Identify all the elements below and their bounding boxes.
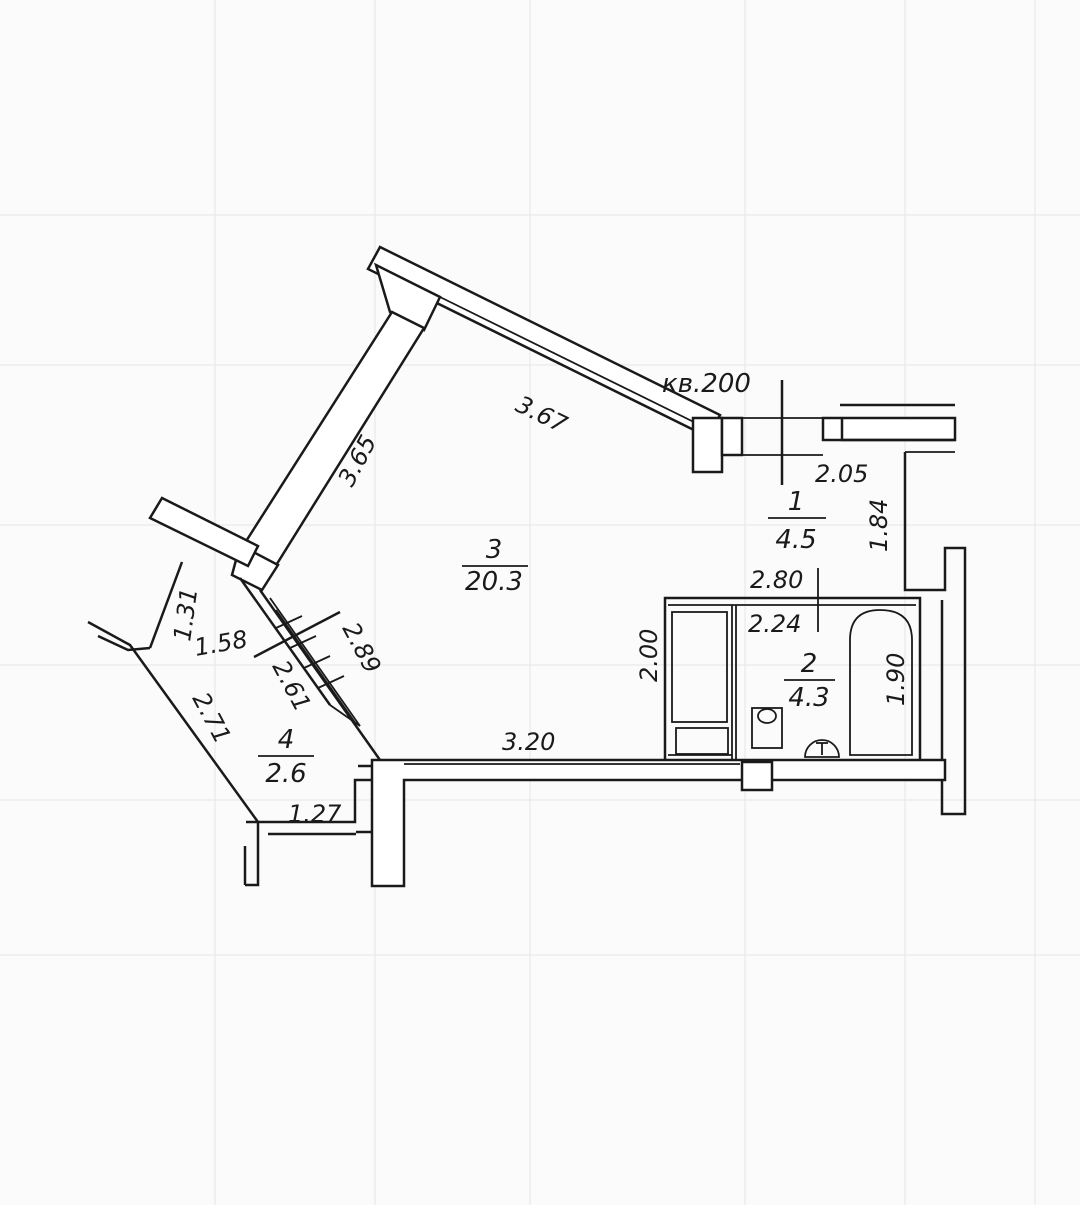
room-1-label: 1 4.5	[768, 487, 826, 555]
dim-hall-width: 2.05	[815, 460, 868, 488]
balcony-wall-stub	[148, 496, 260, 568]
balcony-window	[238, 577, 382, 761]
dim-bath-outer-width: 2.80	[750, 566, 803, 594]
room-2-area: 4.3	[788, 683, 829, 713]
room-1-area: 4.5	[775, 525, 816, 555]
bathroom-fixtures	[671, 609, 913, 758]
room-4-number: 4	[278, 725, 295, 755]
dim-bath-left-height: 2.00	[635, 629, 663, 682]
hallway-right-wall	[903, 451, 967, 816]
dim-hall-depth: 1.84	[865, 499, 893, 552]
room-3-number: 3	[486, 535, 503, 565]
room-4-area: 2.6	[265, 759, 306, 789]
dim-balcony-side-b: 1.58	[192, 625, 249, 662]
dim-room-bottom: 3.20	[502, 728, 555, 756]
dim-wall-upper-diagonal: 3.67	[511, 390, 572, 439]
interior-wall-left-diagonal	[230, 310, 426, 592]
entrance-wall	[691, 403, 957, 474]
dim-balcony-window-outer: 2.89	[337, 618, 387, 678]
balcony-walls	[87, 561, 372, 887]
bathroom-walls	[663, 596, 922, 760]
room-3-area: 20.3	[465, 567, 523, 597]
dim-balcony-bottom: 1.27	[288, 800, 342, 828]
dim-bath-inner-width: 2.24	[748, 610, 801, 638]
toilet-tank	[751, 707, 783, 749]
washbasin	[675, 727, 729, 755]
dim-balcony-left: 2.71	[187, 688, 237, 748]
apartment-label: кв.200	[662, 369, 751, 399]
room-2-label: 2 4.3	[784, 649, 835, 713]
room-1-number: 1	[788, 487, 805, 517]
exterior-wall-bottom	[370, 758, 947, 888]
toilet-bowl	[757, 708, 777, 724]
bathtub	[849, 609, 913, 756]
washbasin-cabinet	[671, 611, 728, 723]
room-4-label: 4 2.6	[258, 725, 314, 789]
room-3-label: 3 20.3	[462, 535, 528, 597]
water-heater	[804, 739, 840, 758]
entrance-door	[742, 380, 823, 485]
room-2-number: 2	[801, 649, 818, 679]
dim-bath-right-height: 1.90	[882, 653, 910, 706]
